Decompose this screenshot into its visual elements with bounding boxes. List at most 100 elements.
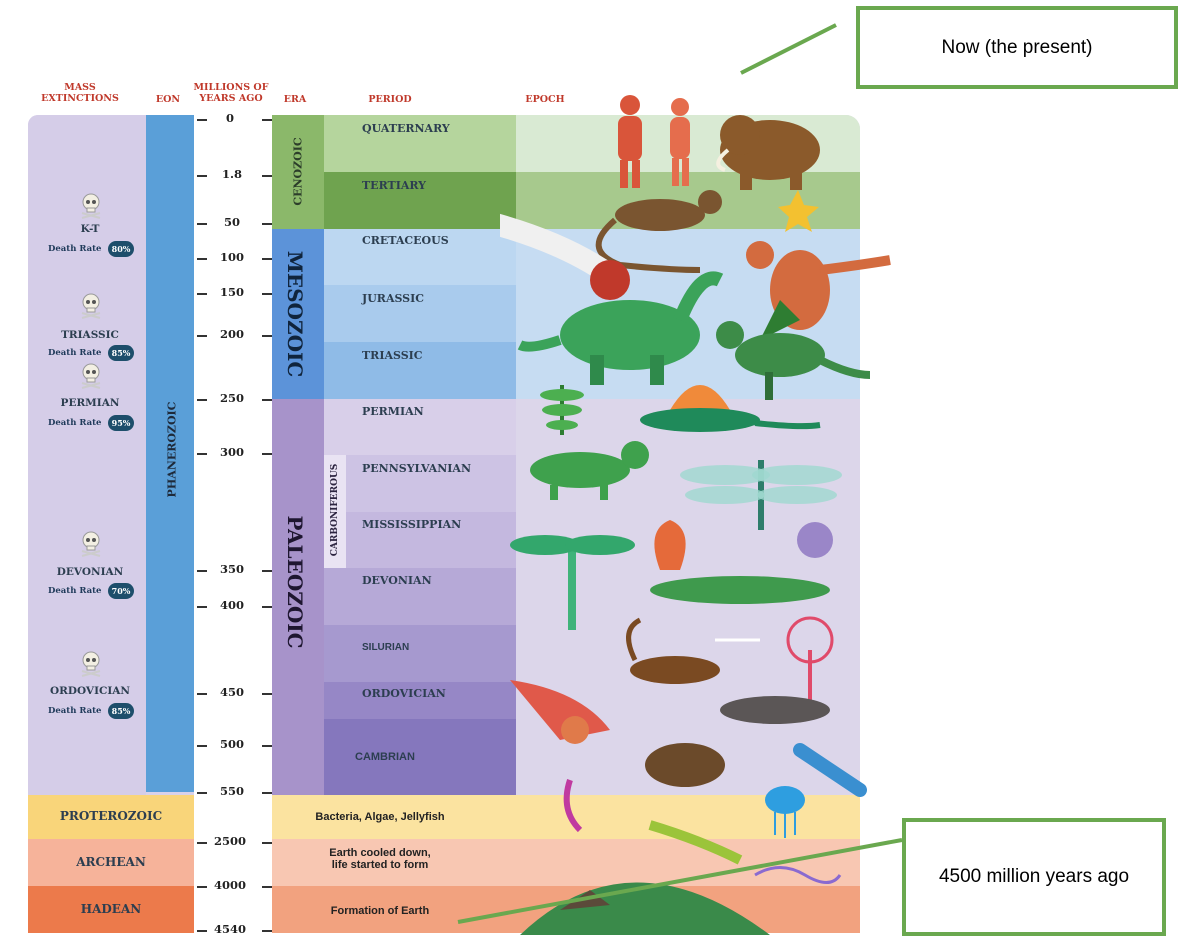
feathered-dino-icon — [746, 241, 891, 340]
period-quaternary: QUATERNARY — [362, 122, 450, 135]
eon-hadean: HADEAN — [80, 902, 142, 916]
period-pennsylvanian: PENNSYLVANIAN — [362, 462, 471, 475]
proterozoic-desc: Bacteria, Algae, Jellyfish — [315, 811, 445, 823]
period-cambrian: CAMBRIAN — [355, 751, 415, 763]
tick-500: 500 — [220, 737, 245, 751]
crinoid-icon — [797, 522, 833, 558]
period-bg-cambrian — [324, 719, 516, 795]
palm-tree-icon — [510, 535, 635, 630]
callout-line-now — [740, 23, 837, 75]
sauropod-icon — [517, 271, 724, 385]
worm-icon — [648, 820, 743, 865]
carboniferous-strip — [324, 455, 346, 568]
archean-row-right — [272, 839, 860, 886]
tick-150: 150 — [220, 285, 245, 299]
tick-4540: 4540 — [214, 922, 247, 936]
period-devonian: DEVONIAN — [362, 574, 432, 587]
skull-icon — [81, 363, 101, 389]
coral-icon — [654, 520, 686, 570]
tick-1.8: 1.8 — [222, 167, 243, 181]
header-era: ERA — [283, 94, 307, 105]
mass-extinctions-column — [28, 115, 146, 795]
eon-archean: ARCHEAN — [76, 855, 146, 869]
time-axis-column — [194, 115, 272, 795]
period-silurian: SILURIAN — [362, 642, 410, 653]
hadean-desc: Formation of Earth — [330, 905, 430, 917]
tick-50: 50 — [224, 215, 241, 229]
period-tertiary: TERTIARY — [362, 179, 427, 192]
skull-icon — [81, 651, 101, 677]
seaweed-icon — [563, 779, 583, 833]
dna-icon — [754, 866, 842, 884]
extinction-permian-death-rate-label: Death Rate — [48, 418, 102, 428]
tick-250: 250 — [220, 391, 245, 405]
archean-row-left — [28, 839, 194, 886]
extinction-devonian-rate: 70% — [108, 583, 134, 599]
callout-4500-million-years: 4500 million years ago — [902, 818, 1166, 936]
extinction-permian-rate: 95% — [108, 415, 134, 431]
period-bg-cretaceous — [324, 229, 516, 285]
tick-2500: 2500 — [214, 834, 247, 848]
tick-550: 550 — [220, 784, 245, 798]
period-cretaceous: CRETACEOUS — [362, 234, 449, 247]
extinction-devonian-death-rate-label: Death Rate — [48, 586, 102, 596]
tick-0: 0 — [226, 111, 235, 125]
period-bg-mississippian — [324, 512, 516, 568]
period-bg-devonian — [324, 568, 516, 625]
extinction-ordovician-death-rate-label: Death Rate — [48, 706, 102, 716]
trilobite-icon — [645, 743, 725, 787]
meteor-icon — [500, 213, 630, 300]
fern-icon — [540, 385, 584, 435]
era-mesozoic-block — [272, 229, 324, 399]
extinction-kt-name: K-T — [80, 223, 100, 235]
tick-350: 350 — [220, 562, 245, 576]
extinction-triassic-name: TRIASSIC — [61, 329, 119, 341]
header-mass-extinctions: MASS EXTINCTIONS — [41, 82, 119, 104]
period-triassic: TRIASSIC — [362, 349, 423, 362]
eon-phanerozoic-bar — [146, 115, 194, 792]
extinction-kt-death-rate-label: Death Rate — [48, 244, 102, 254]
period-bg-jurassic — [324, 285, 516, 342]
proterozoic-row-left — [28, 795, 194, 839]
amphibian-icon — [530, 441, 649, 500]
callout-now-text: Now (the present) — [941, 36, 1093, 58]
nautiloid-icon — [510, 680, 610, 744]
extinction-triassic-rate: 85% — [108, 345, 134, 361]
tick-4000: 4000 — [214, 878, 247, 892]
skull-icon — [81, 531, 101, 557]
period-bg-permian — [324, 399, 516, 455]
extinction-permian-name: PERMIAN — [60, 397, 120, 409]
dimetrodon-icon — [640, 385, 821, 432]
header-period: PERIOD — [368, 94, 412, 105]
flower-icon — [778, 190, 819, 232]
period-jurassic: JURASSIC — [362, 292, 425, 305]
tick-400: 400 — [220, 598, 245, 612]
extinction-devonian-name: DEVONIAN — [56, 566, 124, 578]
jawless-fish-icon — [720, 696, 830, 724]
callout-line-ago — [457, 838, 903, 924]
scorpion-icon — [626, 617, 720, 684]
eel-icon — [793, 743, 867, 797]
tetrapod-fish-icon — [650, 576, 830, 604]
epoch-illustrations — [500, 95, 891, 935]
skull-icon — [81, 293, 101, 319]
human-figures-icon — [618, 95, 690, 188]
archean-desc: Earth cooled down, life started to form — [329, 847, 431, 871]
extinction-ordovician-rate: 85% — [108, 703, 134, 719]
period-permian: PERMIAN — [362, 405, 424, 418]
callout-ago-text: 4500 million years ago — [938, 866, 1130, 887]
extinction-triassic-death-rate-label: Death Rate — [48, 348, 102, 358]
period-bg-ordovician — [324, 682, 516, 719]
era-paleozoic-block — [272, 399, 324, 795]
period-bg-quaternary — [324, 115, 516, 172]
header-eon: EON — [155, 94, 181, 105]
header-millions-of-years: MILLIONS OF YEARS AGO — [193, 82, 269, 104]
period-bg-tertiary — [324, 172, 516, 229]
hadean-row-left — [28, 886, 194, 933]
period-ordovician: ORDOVICIAN — [362, 687, 446, 700]
tick-450: 450 — [220, 685, 245, 699]
period-mississippian: MISSISSIPPIAN — [362, 518, 462, 531]
tick-200: 200 — [220, 327, 245, 341]
sea-lily-icon — [786, 616, 834, 700]
